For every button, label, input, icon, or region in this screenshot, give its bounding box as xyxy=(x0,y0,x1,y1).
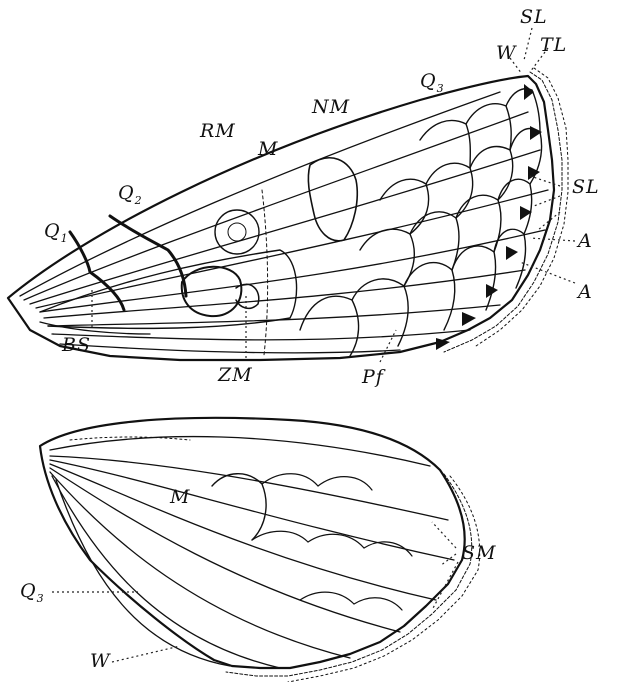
hindwing-outline xyxy=(40,418,465,668)
hindwing-leaders xyxy=(52,522,458,662)
label-tl: TL xyxy=(540,36,567,55)
hindwing-fringe xyxy=(226,474,472,676)
label-bs: BS xyxy=(62,336,91,355)
hindwing-scallops xyxy=(252,474,412,610)
label-a-upper: A xyxy=(578,232,593,251)
label-sl-top: SL xyxy=(520,8,548,27)
orbicular-spot xyxy=(215,210,259,254)
label-pf: Pf xyxy=(362,368,384,387)
label-w-hindwing: W xyxy=(90,652,111,671)
label-a-lower: A xyxy=(578,283,593,302)
label-sm: SM xyxy=(462,544,496,563)
forewing xyxy=(8,28,575,362)
label-rm: RM xyxy=(200,122,236,141)
hindwing xyxy=(40,418,480,682)
label-w-forewing: W xyxy=(496,44,517,63)
reniform-spot xyxy=(182,267,242,316)
label-nm: NM xyxy=(312,98,350,117)
label-m-hindwing: M xyxy=(170,488,190,507)
band-nm xyxy=(308,158,357,241)
forewing-cells xyxy=(300,89,542,356)
label-q3-hindwing: Q3 xyxy=(20,582,45,604)
label-q3-forewing: Q3 xyxy=(420,72,445,94)
label-q1: Q1 xyxy=(44,222,69,244)
label-zm: ZM xyxy=(218,366,253,385)
label-q2: Q2 xyxy=(118,184,143,206)
label-sl-right: SL xyxy=(572,178,600,197)
label-m-forewing: M xyxy=(258,140,278,159)
